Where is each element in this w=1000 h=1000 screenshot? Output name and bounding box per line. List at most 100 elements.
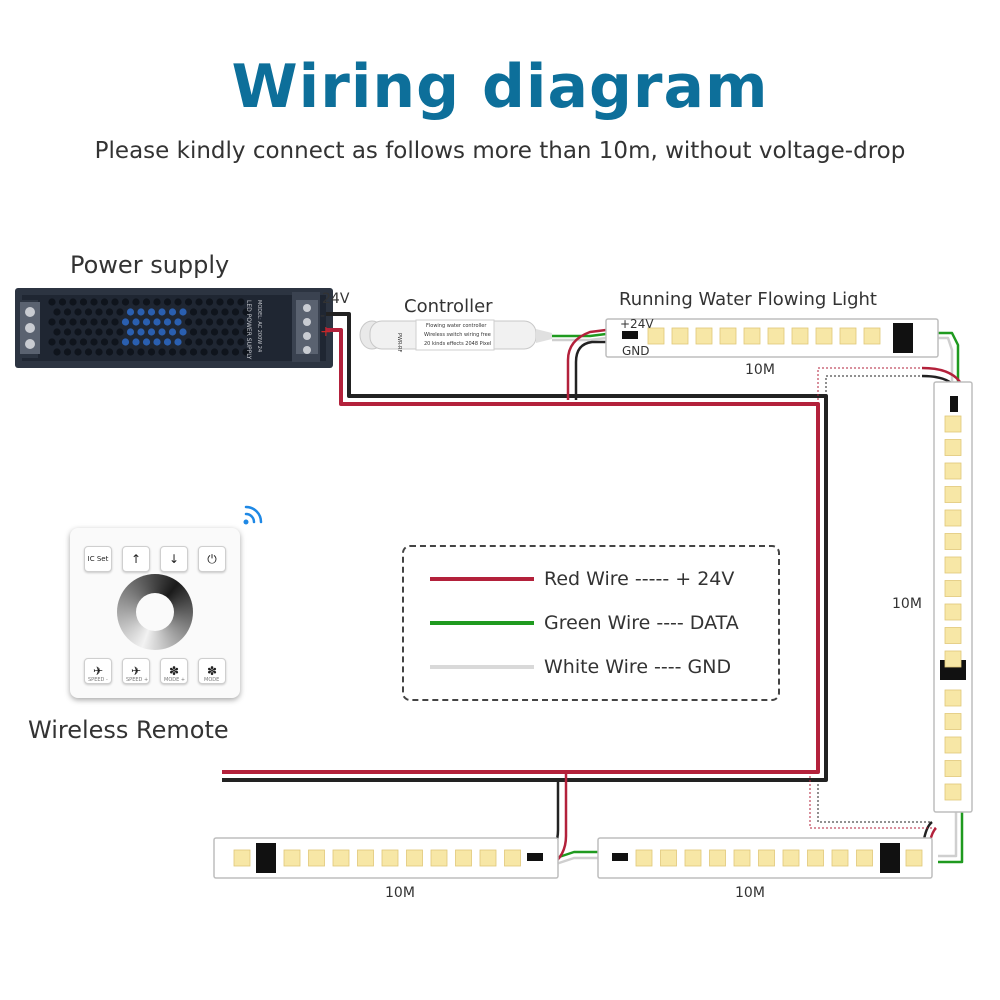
- led-chip: [831, 849, 849, 867]
- led-chip: [944, 689, 962, 707]
- vent-hole: [121, 338, 130, 346]
- vent-hole: [205, 338, 214, 346]
- vent-hole: [116, 308, 124, 316]
- vent-hole: [84, 348, 93, 356]
- controller-text-line1: Flowing water controller: [426, 323, 487, 329]
- vent-hole: [142, 318, 151, 326]
- led-chip: [839, 327, 857, 345]
- vent-hole: [84, 328, 93, 336]
- vent-hole: [163, 298, 172, 306]
- vent-hole: [142, 298, 151, 306]
- vent-hole: [216, 338, 224, 346]
- vent-hole: [189, 308, 198, 316]
- vent-hole: [163, 338, 172, 346]
- vent-hole: [168, 348, 177, 356]
- led-chip: [944, 486, 962, 503]
- vent-hole: [105, 348, 114, 356]
- vent-hole: [147, 348, 156, 356]
- led-chip: [944, 760, 962, 777]
- wireless-remote: IC Set ↑ ↓ ⏻ ✈ ✈ ✽ ✽ SPEED - SPEED + MOD…: [70, 528, 240, 698]
- vent-hole: [100, 298, 109, 306]
- mode-up-button[interactable]: ✽: [160, 658, 188, 684]
- led-chip: [406, 849, 423, 867]
- vent-hole: [69, 338, 77, 346]
- vent-hole: [237, 298, 245, 306]
- vent-hole: [132, 338, 140, 346]
- vent-hole: [137, 328, 145, 336]
- vent-hole: [205, 318, 214, 326]
- led-chip: [863, 327, 881, 345]
- vent-hole: [100, 318, 109, 326]
- arrow-down-button[interactable]: ↓: [160, 546, 188, 572]
- vent-hole: [58, 318, 67, 326]
- color-wheel-center: [136, 593, 174, 631]
- strip-title-label: Running Water Flowing Light: [619, 289, 877, 310]
- vent-hole: [90, 338, 98, 346]
- wire-ctrl-green: [552, 332, 607, 338]
- vent-hole: [74, 308, 82, 316]
- mode-button[interactable]: ✽: [198, 658, 226, 684]
- led-chip: [815, 327, 833, 345]
- led-chip: [381, 849, 399, 867]
- vent-hole: [111, 338, 119, 346]
- power-supply-unit: [15, 288, 333, 368]
- led-chip: [504, 849, 521, 867]
- controller-label: Controller: [404, 296, 493, 317]
- led-chip: [233, 849, 251, 867]
- vent-hole: [84, 308, 93, 316]
- vent-hole: [126, 348, 135, 356]
- led-chip: [905, 849, 923, 867]
- vent-hole: [158, 308, 166, 316]
- vent-hole: [121, 318, 130, 326]
- vent-hole: [69, 298, 77, 306]
- led-chip: [455, 849, 472, 867]
- vent-hole: [168, 308, 177, 316]
- vent-hole: [174, 338, 182, 346]
- vent-hole: [79, 298, 88, 306]
- vent-hole: [100, 338, 109, 346]
- wire-s3-white: [555, 856, 598, 866]
- speed-down-button[interactable]: ✈: [84, 658, 112, 684]
- led-chip: [944, 462, 962, 480]
- vent-hole: [226, 298, 235, 306]
- vent-hole: [210, 348, 219, 356]
- vent-hole: [184, 318, 193, 326]
- vent-hole: [111, 298, 119, 306]
- vent-hole: [137, 308, 145, 316]
- led-chip: [807, 849, 824, 867]
- controller-text-line2: Wireless switch wiring free: [424, 332, 491, 338]
- vent-hole: [216, 318, 224, 326]
- vent-hole: [242, 348, 250, 356]
- vent-hole: [158, 348, 166, 356]
- vent-hole: [58, 298, 67, 306]
- vent-hole: [237, 318, 245, 326]
- wire-ctrl-black: [574, 340, 606, 400]
- speed-up-button[interactable]: ✈: [122, 658, 150, 684]
- vent-hole: [174, 318, 182, 326]
- arrow-up-button[interactable]: ↑: [122, 546, 150, 572]
- controller-text-line3: 20 kinds effects 2048 Pixel: [424, 341, 492, 347]
- vent-hole: [53, 308, 61, 316]
- vent-hole: [231, 328, 240, 336]
- led-chip: [944, 556, 962, 574]
- vent-hole: [153, 338, 161, 346]
- power-button[interactable]: ⏻: [198, 546, 226, 572]
- vent-hole: [53, 328, 61, 336]
- controller-tag: PWR-RF: [396, 333, 402, 353]
- vent-hole: [105, 328, 114, 336]
- vent-hole: [221, 308, 229, 316]
- vent-hole: [137, 348, 145, 356]
- led-chip: [944, 713, 962, 730]
- vent-hole: [74, 328, 82, 336]
- led-chip: [635, 849, 653, 867]
- color-wheel[interactable]: [117, 574, 193, 650]
- led-chip: [430, 849, 448, 867]
- wire-ctrl-white: [552, 336, 607, 342]
- wire-v-green: [938, 812, 964, 864]
- led-chip: [479, 849, 497, 867]
- led-chip: [332, 849, 350, 867]
- vent-hole: [132, 318, 140, 326]
- legend-row-white: White Wire ---- GND: [430, 652, 731, 682]
- vent-hole: [126, 328, 135, 336]
- ic-set-button[interactable]: IC Set: [84, 546, 112, 572]
